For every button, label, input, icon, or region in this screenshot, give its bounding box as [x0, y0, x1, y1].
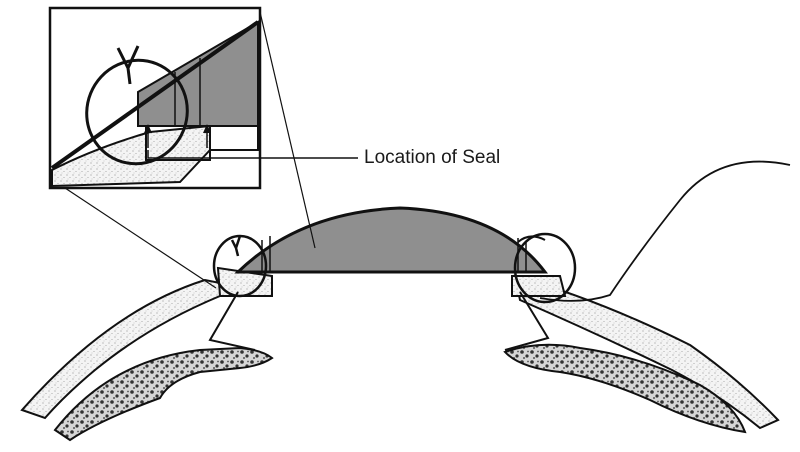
- right-iris: [503, 343, 747, 434]
- inset-magnification: [48, 6, 262, 190]
- zoom-line-bottom: [61, 185, 217, 289]
- left-angle-line: [208, 291, 256, 351]
- location-of-seal-label: Location of Seal: [364, 147, 501, 168]
- zoom-line-top: [259, 11, 316, 249]
- seal-leader-line: [147, 150, 358, 159]
- left-seal-marker: [212, 234, 268, 298]
- right-angle-line: [504, 291, 550, 351]
- right-cornea: [513, 274, 780, 430]
- left-iris: [53, 346, 274, 442]
- suture-thread: [539, 160, 791, 302]
- left-cornea: [20, 278, 227, 420]
- lens-graft: [234, 206, 549, 274]
- right-seal-marker: [513, 232, 577, 304]
- right-wound-edge: [511, 275, 567, 297]
